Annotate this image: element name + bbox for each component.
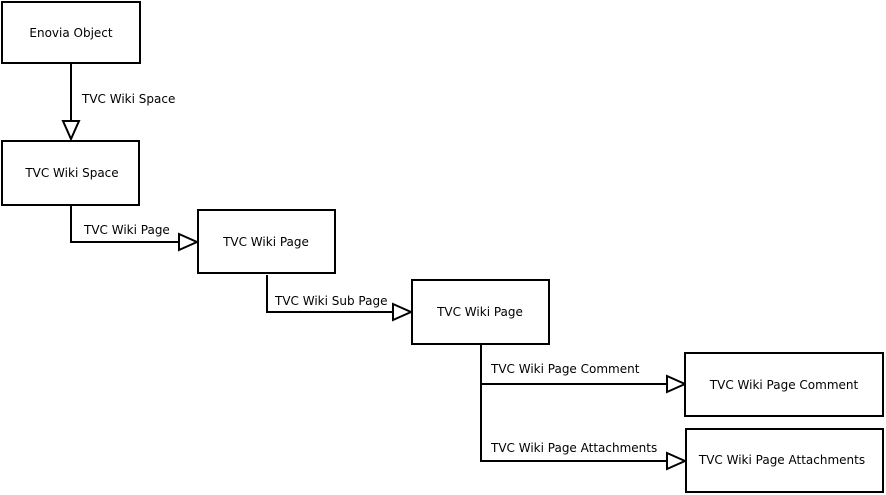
edge-page-to-comment: TVC Wiki Page Comment [480, 345, 688, 394]
node-wiki-page-2[interactable]: TVC Wiki Page [411, 279, 550, 345]
node-wiki-space[interactable]: TVC Wiki Space [1, 140, 140, 206]
node-label: TVC Wiki Page [436, 305, 523, 319]
node-box [684, 352, 884, 417]
arrowhead-hollow [178, 232, 200, 252]
node-box [1, 1, 141, 64]
node-label: TVC Wiki Space [24, 166, 118, 180]
arrowhead-hollow [392, 302, 414, 322]
node-wiki-page-attachments[interactable]: TVC Wiki Page Attachments [685, 428, 884, 493]
edge-space-to-page: TVC Wiki Page [70, 206, 200, 252]
node-box [685, 428, 884, 493]
edge-page-to-attachments: TVC Wiki Page Attachments [480, 384, 688, 471]
connector-line [70, 206, 179, 243]
edge-label: TVC Wiki Page [83, 223, 170, 237]
arrowhead-hollow [666, 451, 688, 471]
connector-line [480, 384, 667, 462]
edge-label: TVC Wiki Page Comment [490, 362, 640, 376]
connector-line [266, 275, 393, 313]
edge-label: TVC Wiki Sub Page [274, 294, 387, 308]
node-wiki-page-comment[interactable]: TVC Wiki Page Comment [684, 352, 884, 417]
node-box [1, 140, 140, 206]
arrowhead-hollow [666, 374, 688, 394]
edge-label: TVC Wiki Space [81, 92, 175, 106]
node-enovia-object[interactable]: Enovia Object [1, 1, 141, 64]
node-label: TVC Wiki Page Comment [709, 378, 859, 392]
edge-page-to-subpage: TVC Wiki Sub Page [266, 275, 414, 322]
node-box [197, 209, 336, 274]
node-label: Enovia Object [29, 26, 113, 40]
node-wiki-page-1[interactable]: TVC Wiki Page [197, 209, 336, 274]
node-box [411, 279, 550, 345]
node-label: TVC Wiki Page Attachments [698, 453, 865, 467]
edge-label: TVC Wiki Page Attachments [490, 441, 657, 455]
edge-enovia-to-space: TVC Wiki Space [61, 63, 175, 142]
arrowhead-hollow [61, 120, 81, 142]
node-label: TVC Wiki Page [222, 235, 309, 249]
